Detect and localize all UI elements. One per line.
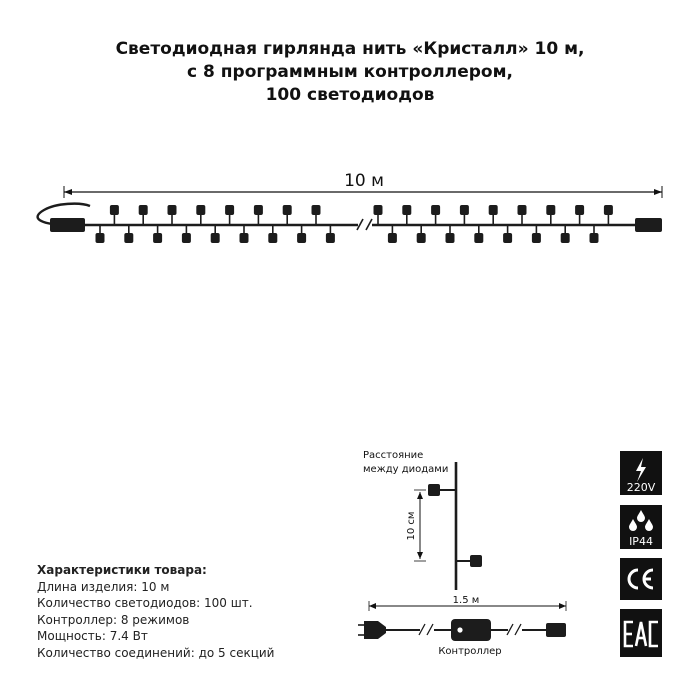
led-bulb <box>253 205 263 215</box>
garland-string <box>36 202 662 243</box>
led-bulb <box>603 205 613 215</box>
eac-mark-icon <box>623 620 658 648</box>
controller-label: Контроллер <box>438 646 501 657</box>
length-label: 10 м <box>344 171 384 191</box>
led-bulb <box>109 205 119 215</box>
badge-eac <box>620 609 662 657</box>
power-plug-connector <box>50 218 85 232</box>
power-plug <box>364 621 386 639</box>
detail-label-line-1: Расстояние <box>363 450 423 461</box>
led-bulb <box>95 233 105 243</box>
led-bulb <box>546 205 556 215</box>
title-line-2: с 8 программным контроллером, <box>187 62 513 82</box>
spec-line: Длина изделия: 10 м <box>37 579 170 594</box>
led-bulb <box>138 205 148 215</box>
detail-led-top <box>428 484 440 496</box>
led-bulb <box>325 233 335 243</box>
title-line-3: 100 светодиодов <box>265 85 435 105</box>
led-bulb <box>402 205 412 215</box>
led-bulb <box>153 233 163 243</box>
led-bulbs <box>95 205 613 243</box>
led-bulb <box>416 233 426 243</box>
detail-label-line-2: между диодами <box>363 464 448 475</box>
led-bulb <box>167 205 177 215</box>
spec-line: Мощность: 7.4 Вт <box>37 629 148 643</box>
detail-led-bottom <box>470 555 482 567</box>
led-bulb <box>445 233 455 243</box>
length-dimension: 10 м <box>63 170 663 198</box>
led-bulb <box>459 205 469 215</box>
ip-label: IP44 <box>629 535 653 548</box>
lightning-icon <box>636 458 646 482</box>
led-spacing-detail: Расстояние между диодами 10 см <box>363 450 482 590</box>
product-specs: Характеристики товара: Длина изделия: 10… <box>37 562 274 661</box>
led-bulb <box>488 205 498 215</box>
voltage-label: 220V <box>627 481 656 494</box>
led-bulb <box>517 205 527 215</box>
led-bulb <box>474 233 484 243</box>
controller-box <box>451 619 491 641</box>
led-bulb <box>503 233 513 243</box>
badge-ce <box>620 558 662 600</box>
controller-button-icon <box>457 627 463 633</box>
led-bulb <box>225 205 235 215</box>
led-bulb <box>124 233 134 243</box>
led-bulb <box>196 205 206 215</box>
led-bulb <box>560 233 570 243</box>
led-bulb <box>373 205 383 215</box>
badge-ip44: IP44 <box>620 505 662 549</box>
spec-line: Количество соединений: до 5 секций <box>37 645 275 660</box>
led-bulb <box>311 205 321 215</box>
end-connector <box>635 218 662 232</box>
break-mark <box>356 218 364 231</box>
spec-line: Контроллер: 8 режимов <box>37 612 190 627</box>
spacing-label: 10 см <box>406 512 417 541</box>
specs-header: Характеристики товара: <box>37 563 207 577</box>
controller-detail: 1.5 м Контроллер <box>358 595 567 657</box>
led-bulb <box>431 205 441 215</box>
led-bulb <box>210 233 220 243</box>
led-bulb <box>268 233 278 243</box>
output-connector <box>546 623 566 637</box>
led-bulb <box>297 233 307 243</box>
title-line-1: Светодиодная гирлянда нить «Кристалл» 10… <box>115 39 585 59</box>
led-bulb <box>531 233 541 243</box>
led-bulb <box>239 233 249 243</box>
spec-line: Количество светодиодов: 100 шт. <box>37 596 253 610</box>
led-bulb <box>589 233 599 243</box>
product-title: Светодиодная гирлянда нить «Кристалл» 10… <box>0 38 700 107</box>
led-bulb <box>387 233 397 243</box>
badge-220v: 220V <box>620 451 662 495</box>
led-bulb <box>575 205 585 215</box>
water-drops-icon <box>629 510 653 531</box>
led-bulb <box>282 205 292 215</box>
ce-mark-icon <box>627 568 654 590</box>
cable-length-label: 1.5 м <box>453 595 480 606</box>
led-bulb <box>181 233 191 243</box>
